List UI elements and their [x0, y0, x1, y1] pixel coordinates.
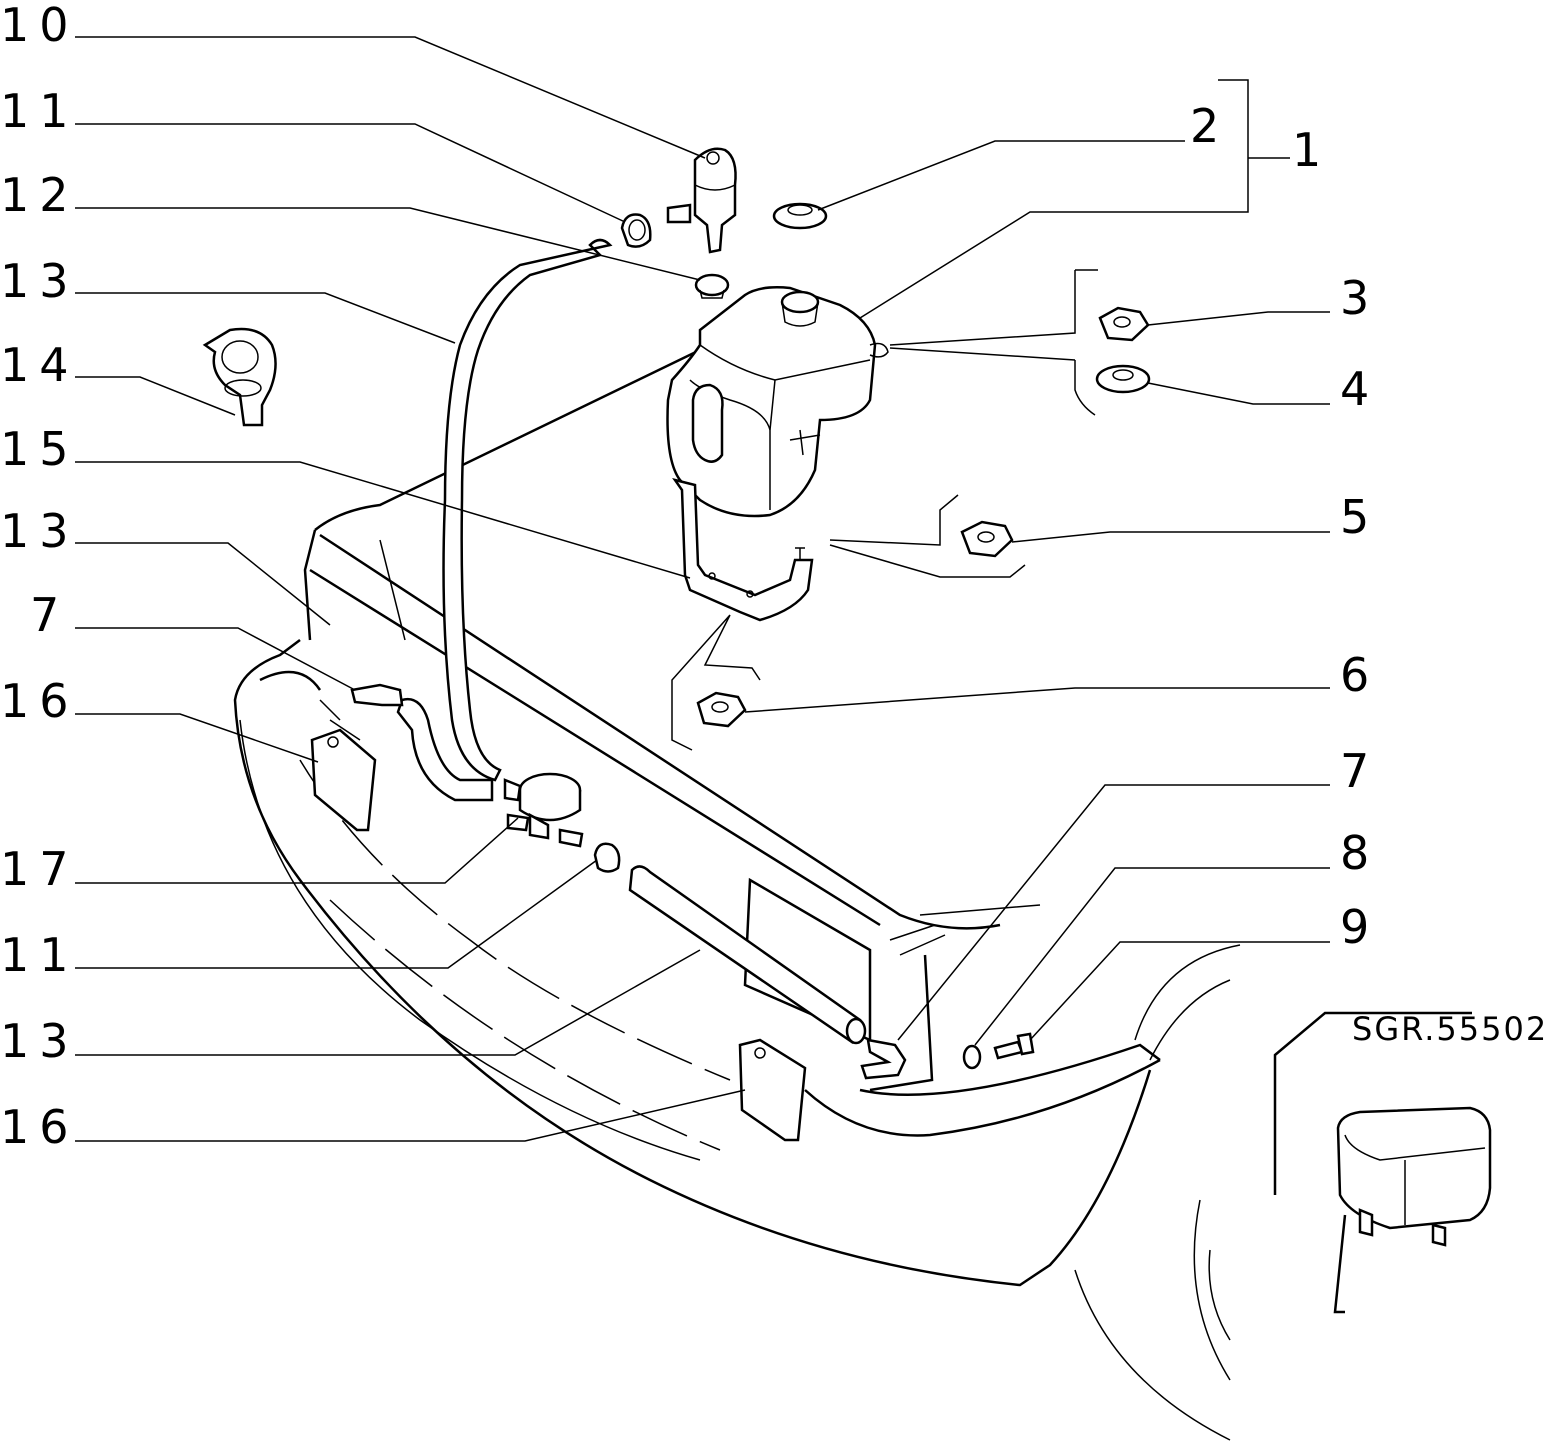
callout-12: 12: [0, 168, 79, 222]
leader-lines: [75, 36, 1330, 1142]
callout-10: 10: [0, 0, 79, 52]
callout-16: 16: [0, 1100, 79, 1154]
callout-16: 16: [0, 674, 79, 728]
callout-1: 1: [1292, 123, 1332, 177]
washer-8: [962, 1044, 982, 1070]
washer-pump: [503, 772, 584, 848]
grommet-2: [772, 202, 828, 230]
mounting-bracket-left: [310, 728, 377, 832]
retaining-clip: [202, 327, 277, 427]
grommet-12: [694, 273, 730, 299]
washer-nozzle: [666, 147, 737, 254]
screw-9: [993, 1032, 1035, 1060]
hose-clip-11: [593, 842, 621, 873]
hoses: [396, 238, 867, 1045]
nut-5: [960, 520, 1014, 558]
callout-13: 13: [0, 504, 79, 558]
callout-6: 6: [1340, 648, 1380, 702]
reservoir-bracket: [672, 477, 814, 622]
relay-inset: [1273, 1011, 1492, 1314]
callout-13: 13: [0, 254, 79, 308]
callout-8: 8: [1340, 826, 1380, 880]
callout-5: 5: [1340, 490, 1380, 544]
callout-3: 3: [1340, 271, 1380, 325]
callout-4: 4: [1340, 362, 1380, 416]
callout-9: 9: [1340, 900, 1380, 954]
mounting-bracket-right: [738, 1038, 807, 1142]
elbow-fitting-7-right: [860, 1038, 907, 1080]
callout-11: 11: [0, 928, 79, 982]
callout-7: 7: [30, 588, 70, 642]
callout-13: 13: [0, 1014, 79, 1068]
nut-6: [696, 691, 747, 728]
callout-17: 17: [0, 842, 79, 896]
callout-7: 7: [1340, 744, 1380, 798]
hose-clip-top: [620, 213, 652, 248]
washer-4: [1095, 364, 1151, 394]
drawing-reference-code: SGR.55502: [1352, 1010, 1548, 1048]
callout-2: 2: [1190, 99, 1230, 153]
nut-3: [1098, 306, 1150, 342]
washer-reservoir: [666, 286, 889, 518]
callout-14: 14: [0, 338, 79, 392]
callout-15: 15: [0, 422, 79, 476]
elbow-fitting-7-left: [350, 683, 404, 707]
vehicle-body-outline: [233, 348, 1241, 1441]
callout-11: 11: [0, 84, 79, 138]
